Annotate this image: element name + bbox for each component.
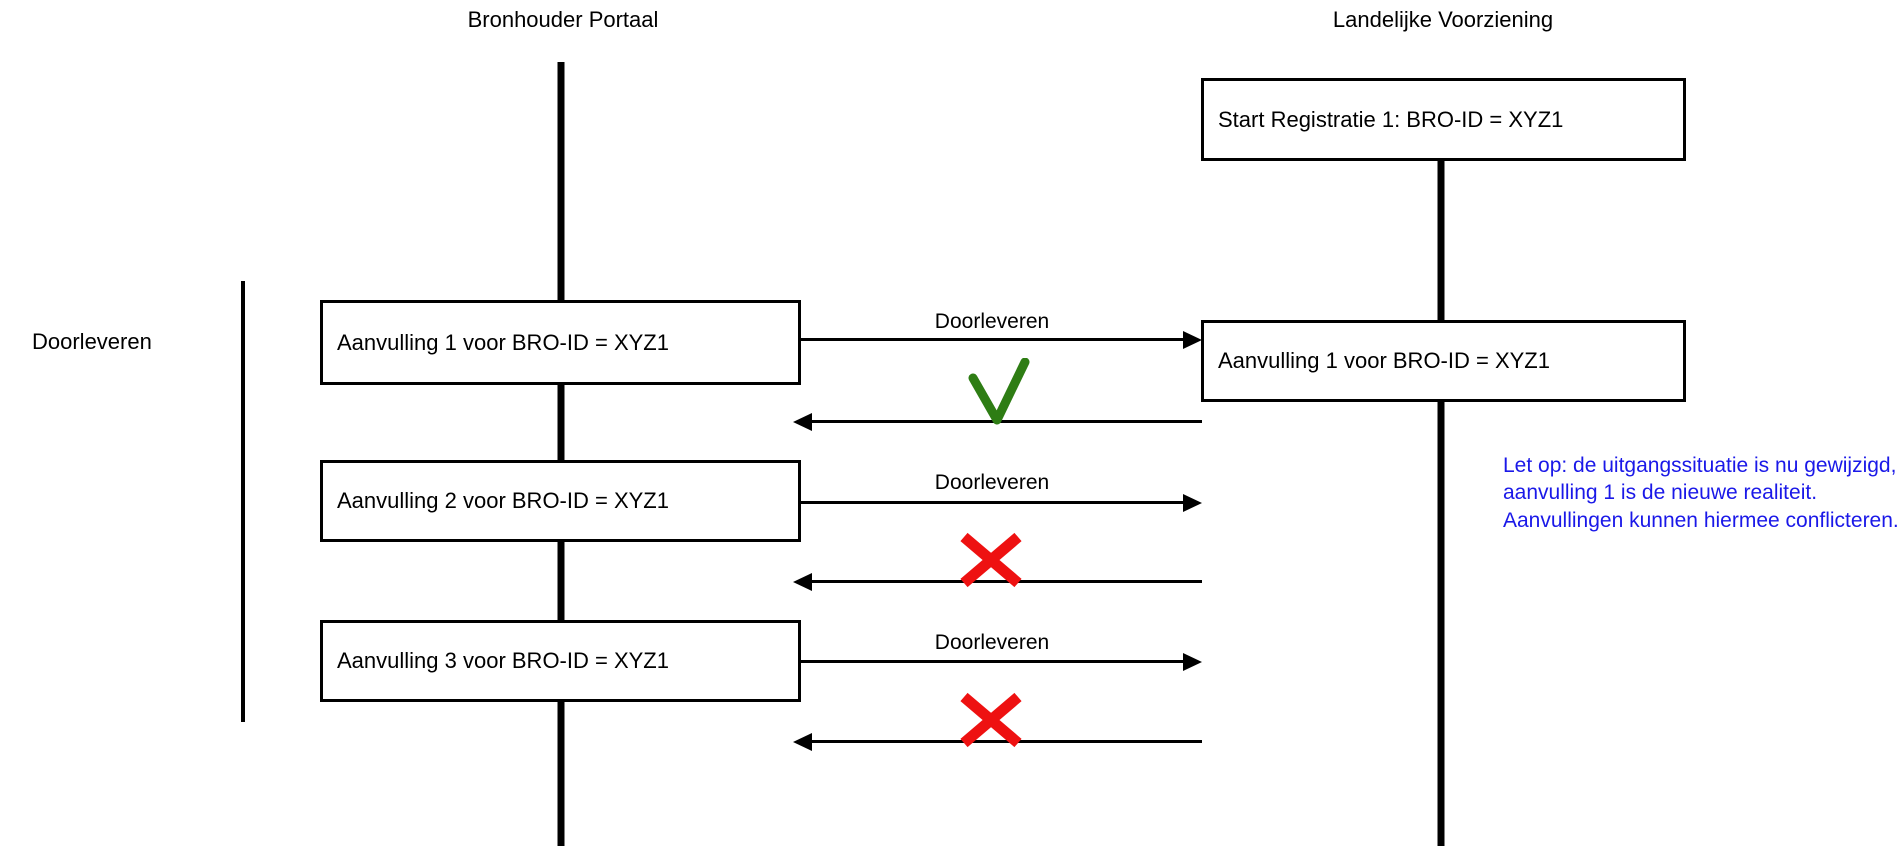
return-arrow-3-line [812,740,1202,743]
return-arrow-2-line [812,580,1202,583]
group-bracket-doorleveren [241,281,245,722]
return-arrow-2-head [793,573,812,591]
group-label-doorleveren: Doorleveren [32,329,152,354]
lifeline-bronhouder [557,62,565,846]
annotation-note: Let op: de uitgangssituatie is nu gewijz… [1503,454,1899,532]
return-arrow-1-line [812,420,1202,423]
message-arrow-1-line [801,338,1183,341]
message-arrow-2-line [801,501,1183,504]
cross-icon [955,692,1027,753]
box-bronhouder-aanvulling-2: Aanvulling 2 voor BRO-ID = XYZ1 [320,460,801,542]
message-arrow-1-label: Doorleveren [934,310,1050,333]
box-bronhouder-aanvulling-1: Aanvulling 1 voor BRO-ID = XYZ1 [320,300,801,385]
box-bronhouder-aanvulling-3: Aanvulling 3 voor BRO-ID = XYZ1 [320,620,801,702]
message-arrow-1-head [1183,331,1202,349]
message-arrow-2-head [1183,494,1202,512]
message-arrow-3-line [801,660,1183,663]
message-arrow-2-label: Doorleveren [934,471,1050,494]
check-icon [963,357,1039,435]
message-arrow-3-label: Doorleveren [934,631,1050,654]
lifeline-landelijke [1437,161,1445,846]
box-landelijke-aanvulling-1: Aanvulling 1 voor BRO-ID = XYZ1 [1201,320,1686,402]
cross-icon [955,532,1027,593]
participant-header-bronhouder: Bronhouder Portaal [467,7,659,32]
box-start-registratie: Start Registratie 1: BRO-ID = XYZ1 [1201,78,1686,161]
participant-header-landelijke: Landelijke Voorziening [1332,7,1554,32]
return-arrow-3-head [793,733,812,751]
return-arrow-1-head [793,413,812,431]
message-arrow-3-head [1183,653,1202,671]
